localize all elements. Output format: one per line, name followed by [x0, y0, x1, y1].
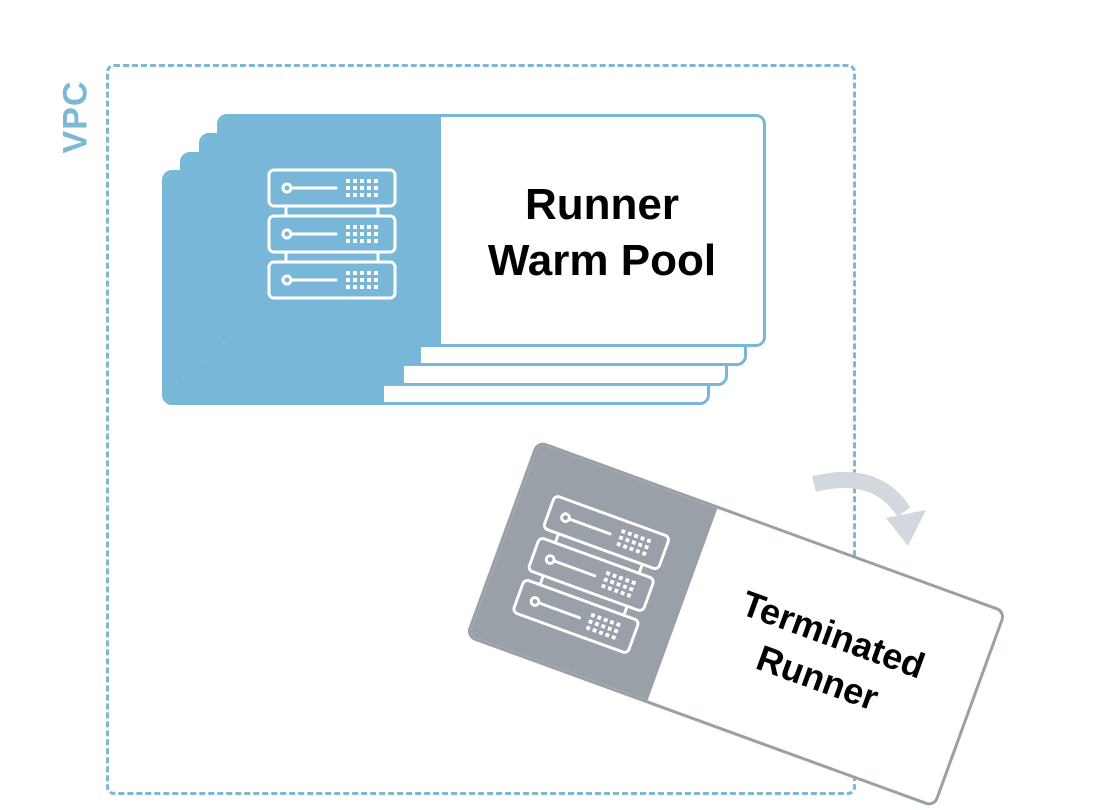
vpc-label: VPC	[56, 80, 95, 154]
vpc-boundary	[106, 64, 856, 795]
terminated-runner-card: Terminated Runner	[465, 439, 1007, 809]
warm-pool-title-line1: Runner	[525, 180, 679, 229]
warm-pool-title-line2: Warm Pool	[487, 236, 717, 285]
server-rack-icon	[512, 495, 670, 654]
terminated-runner-title: Terminated Runner	[667, 561, 984, 751]
warm-pool-card: Runner Warm Pool	[217, 114, 766, 347]
warm-pool-icon-panel	[220, 117, 441, 344]
server-rack-icon	[267, 168, 397, 300]
curved-arrow-icon	[812, 471, 926, 546]
terminated-icon-panel	[469, 443, 718, 701]
warm-pool-title: Runner Warm Pool	[441, 177, 763, 289]
